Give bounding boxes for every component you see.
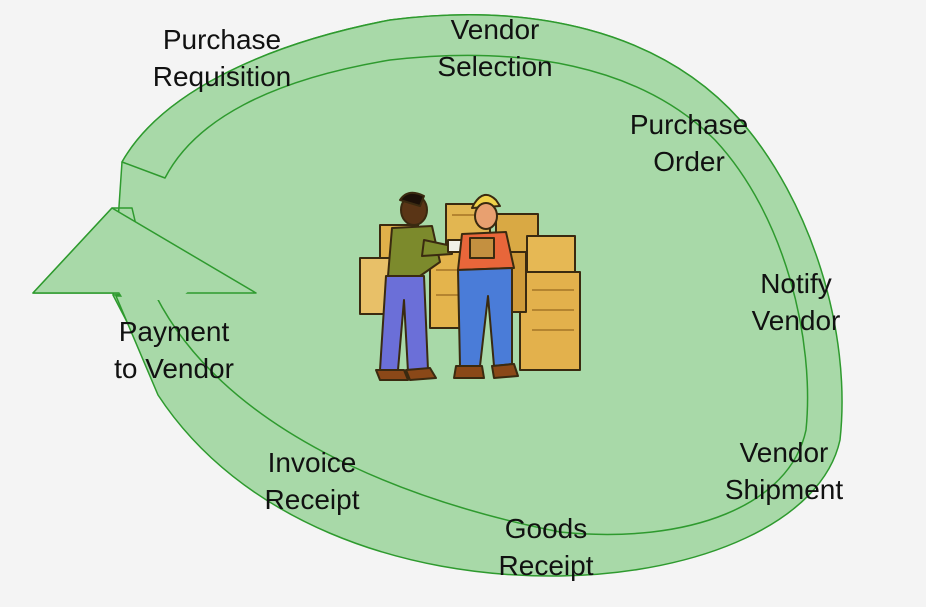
- step-line2: Receipt: [498, 550, 594, 581]
- step-line2: Selection: [437, 51, 553, 82]
- box: [526, 235, 576, 277]
- step-line2: Shipment: [724, 474, 844, 505]
- step-notify-vendor: Notify Vendor: [752, 265, 841, 339]
- warehouse-workers-illustration: [359, 191, 581, 381]
- cycle-band: [115, 14, 843, 577]
- step-line1: Purchase: [629, 109, 749, 140]
- step-vendor-shipment: Vendor Shipment: [725, 434, 843, 508]
- step-purchase-requisition: Purchase Requisition: [153, 21, 292, 95]
- arrowhead-joint: [118, 290, 190, 300]
- step-line2: Receipt: [264, 484, 360, 515]
- step-line1: Goods: [504, 513, 588, 544]
- step-line1: Vendor: [450, 14, 540, 45]
- box: [519, 271, 581, 371]
- step-payment-to-vendor: Payment to Vendor: [114, 313, 234, 387]
- step-goods-receipt: Goods Receipt: [499, 510, 594, 584]
- step-line1: Notify: [760, 268, 832, 299]
- left-worker-hair: [399, 191, 425, 207]
- step-purchase-order: Purchase Order: [630, 106, 748, 180]
- step-line2: Requisition: [152, 61, 292, 92]
- step-line1: Invoice: [267, 447, 357, 478]
- right-worker-clipboard: [469, 237, 495, 259]
- step-line1: Purchase: [162, 24, 282, 55]
- step-line2: Order: [653, 146, 725, 177]
- step-line2: to Vendor: [114, 353, 234, 384]
- right-worker-head: [474, 202, 498, 230]
- left-worker-arm: [421, 239, 453, 257]
- step-line2: Vendor: [751, 305, 841, 336]
- step-invoice-receipt: Invoice Receipt: [265, 444, 360, 518]
- right-worker-shoes: [453, 363, 519, 379]
- step-vendor-selection: Vendor Selection: [437, 11, 552, 85]
- left-worker-shoes: [375, 367, 437, 381]
- step-line1: Vendor: [739, 437, 829, 468]
- left-worker-shirt: [387, 225, 441, 277]
- step-line1: Payment: [118, 316, 230, 347]
